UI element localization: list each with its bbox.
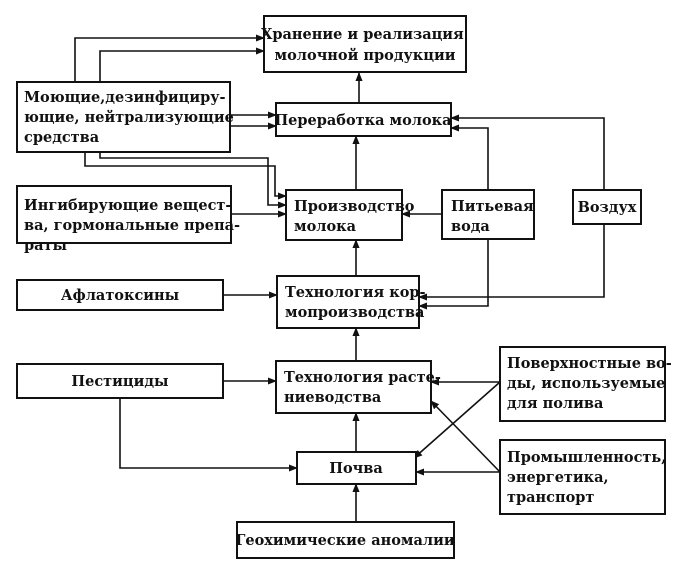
node-detergents-line-1: Моющие,дезинфициру-	[24, 89, 226, 106]
node-soil: Почва	[296, 451, 417, 485]
node-inhibitors-line-3: раты	[24, 237, 67, 254]
svg-text:Промышленность, энергети: Промышленность, энергетика, транспорт	[507, 449, 671, 506]
node-surface-water-line-1: Поверхностные во-	[507, 355, 672, 372]
node-inhibitors-line-2: ва, гормональные препа-	[24, 217, 240, 234]
node-crop-tech-line-1: Технология расте-	[284, 369, 441, 386]
node-detergents-line-2: ющие, нейтрализующие	[24, 109, 234, 126]
node-soil-line-1: Почва	[329, 460, 383, 477]
node-industry-line-3: транспорт	[507, 489, 594, 506]
arrow-industry-to-crop-tech	[430, 400, 501, 473]
node-milk-production-line-1: Производство	[294, 198, 415, 215]
node-processing: Переработка молока	[274, 102, 452, 137]
node-crop-tech-line-2: ниеводства	[284, 389, 382, 406]
node-detergents: Моющие,дезинфициру- ющие, нейтрализующие…	[16, 81, 239, 153]
arrow-drinking-water-to-processing	[450, 124, 489, 190]
arrow-detergents-to-storage-1	[74, 34, 265, 82]
node-pesticides: Пестициды	[16, 363, 224, 399]
svg-text:Ингибирующие вещест- ва,: Ингибирующие вещест- ва, гормональные пр…	[24, 197, 245, 254]
node-air-line-1: Воздух	[578, 199, 637, 216]
node-inhibitors-line-1: Ингибирующие вещест-	[24, 197, 231, 214]
svg-text:Производство молока: Производство молока	[294, 198, 420, 235]
node-feed-tech: Технология кор- мопроизводства	[276, 275, 431, 329]
svg-text:Поверхностные во- ды, ис: Поверхностные во- ды, используемые для п…	[507, 355, 677, 412]
arrow-drinking-water-to-feed-tech	[418, 239, 489, 310]
node-surface-water-line-3: для полива	[507, 395, 604, 412]
node-drinking-water-line-1: Питьевая	[451, 198, 534, 215]
node-surface-water: Поверхностные во- ды, используемые для п…	[499, 346, 677, 422]
node-pesticides-line-1: Пестициды	[71, 373, 168, 390]
node-crop-tech: Технология расте- ниеводства	[275, 360, 446, 414]
node-detergents-line-3: средства	[24, 129, 100, 146]
node-drinking-water-line-2: вода	[451, 218, 490, 235]
node-storage: Хранение и реализация молочной продукции	[261, 15, 469, 73]
svg-text:Пестициды: Пестициды	[71, 373, 168, 390]
connectors	[74, 34, 605, 522]
node-aflatoxins: Афлатоксины	[16, 279, 224, 311]
arrow-pesticides-to-soil	[119, 398, 298, 472]
node-processing-line-1: Переработка молока	[274, 112, 452, 129]
svg-text:Почва: Почва	[329, 460, 383, 477]
node-inhibitors: Ингибирующие вещест- ва, гормональные пр…	[16, 185, 245, 254]
node-aflatoxins-line-1: Афлатоксины	[61, 287, 179, 304]
node-storage-line-2: молочной продукции	[275, 47, 456, 64]
node-drinking-water: Питьевая вода	[441, 189, 539, 240]
arrow-detergents-to-milk-production-2	[99, 152, 287, 209]
node-surface-water-line-2: ды, используемые	[507, 375, 665, 392]
node-industry-line-1: Промышленность,	[507, 449, 666, 466]
svg-text:Хранение и реализация мо: Хранение и реализация молочной продукции	[261, 26, 469, 64]
node-milk-production: Производство молока	[285, 189, 420, 241]
svg-text:Геохимические аномалии: Геохимические аномалии	[235, 532, 454, 549]
svg-text:Афлатоксины: Афлатоксины	[61, 287, 179, 304]
node-anomalies: Геохимические аномалии	[235, 521, 455, 559]
svg-text:Технология расте- ниевод: Технология расте- ниеводства	[284, 369, 446, 406]
arrow-detergents-to-milk-production-1	[84, 152, 287, 200]
node-industry: Промышленность, энергетика, транспорт	[499, 439, 671, 515]
arrow-surface-water-to-soil	[413, 381, 501, 459]
node-storage-line-1: Хранение и реализация	[261, 26, 464, 43]
node-feed-tech-line-2: мопроизводства	[285, 304, 425, 321]
svg-text:Моющие,дезинфициру- ющие: Моющие,дезинфициру- ющие, нейтрализующие…	[24, 89, 239, 146]
arrow-air-to-processing	[450, 114, 605, 190]
svg-text:Воздух: Воздух	[578, 199, 637, 216]
arrow-air-to-feed-tech	[418, 224, 605, 301]
svg-text:Переработка молока: Переработка молока	[274, 112, 452, 129]
svg-text:Технология кор- мопроизв: Технология кор- мопроизводства	[285, 284, 431, 321]
node-anomalies-line-1: Геохимические аномалии	[235, 532, 454, 549]
node-air: Воздух	[572, 189, 642, 225]
node-milk-production-line-2: молока	[294, 218, 357, 235]
node-feed-tech-line-1: Технология кор-	[285, 284, 426, 301]
node-industry-line-2: энергетика,	[507, 469, 609, 486]
arrow-detergents-to-storage-2	[99, 47, 265, 82]
svg-text:Питьевая вода: Питьевая вода	[451, 198, 539, 235]
